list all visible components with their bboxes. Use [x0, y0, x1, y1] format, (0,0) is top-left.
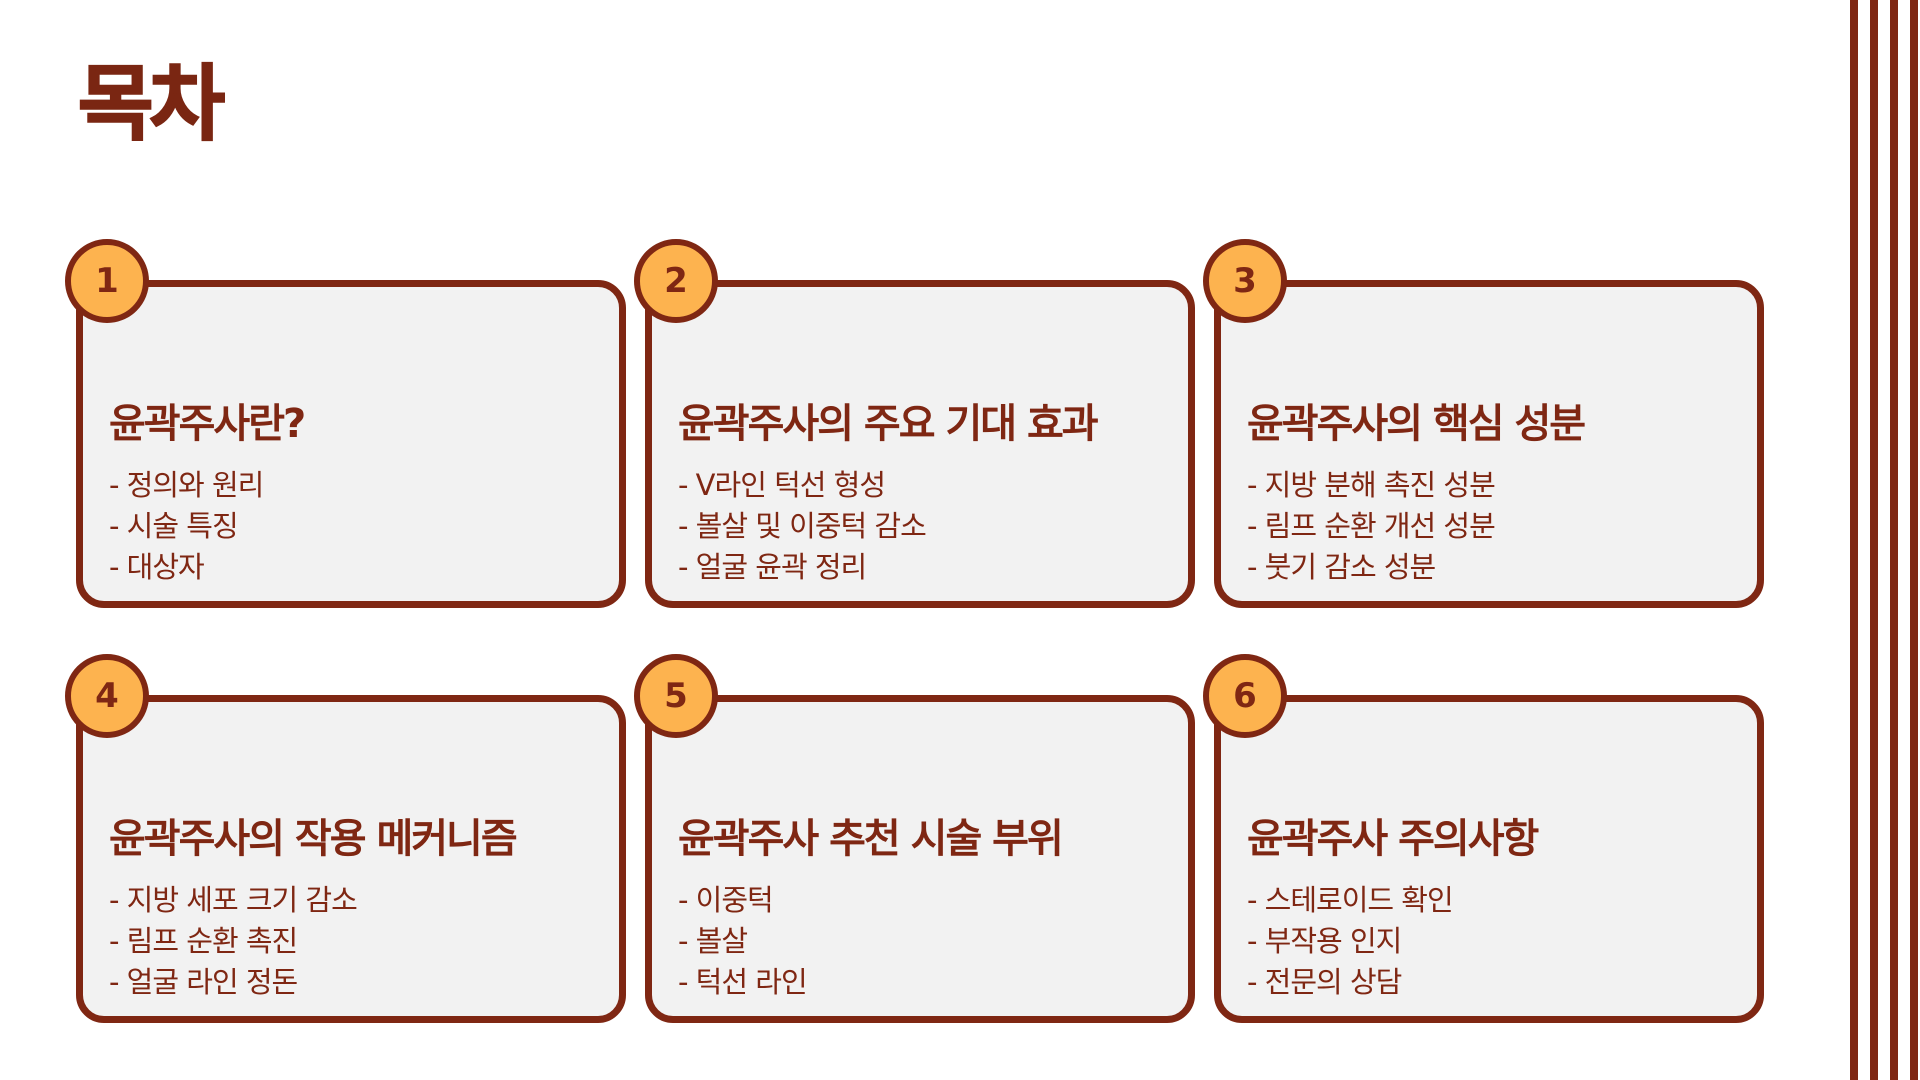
card-item: - 붓기 감소 성분 — [1247, 550, 1436, 584]
card-item: - 볼살 — [678, 924, 748, 958]
card-number-badge: 3 — [1203, 239, 1287, 323]
card-title: 윤곽주사 추천 시술 부위 — [678, 816, 1064, 862]
card-number-badge: 1 — [65, 239, 149, 323]
toc-card-5: 5 윤곽주사 추천 시술 부위 - 이중턱 - 볼살 - 턱선 라인 — [634, 654, 1195, 1023]
card-item: - 이중턱 — [678, 883, 774, 917]
card-item: - 얼굴 윤곽 정리 — [678, 550, 867, 584]
card-items: - 지방 분해 촉진 성분 - 림프 순환 개선 성분 - 붓기 감소 성분 — [1247, 465, 1496, 588]
card-items: - 정의와 원리 - 시술 특징 - 대상자 — [109, 465, 264, 588]
toc-card-2: 2 윤곽주사의 주요 기대 효과 - V라인 턱선 형성 - 볼살 및 이중턱 … — [634, 239, 1195, 608]
card-title: 윤곽주사란? — [109, 401, 306, 447]
card-item: - 스테로이드 확인 — [1247, 883, 1454, 917]
card-item: - 림프 순환 개선 성분 — [1247, 509, 1496, 543]
stripe — [1910, 0, 1918, 1080]
card-items: - V라인 턱선 형성 - 볼살 및 이중턱 감소 - 얼굴 윤곽 정리 — [678, 465, 927, 588]
card-item: - 턱선 라인 — [678, 965, 808, 999]
card-item: - 림프 순환 촉진 — [109, 924, 298, 958]
card-number-badge: 6 — [1203, 654, 1287, 738]
toc-card-1: 1 윤곽주사란? - 정의와 원리 - 시술 특징 - 대상자 — [65, 239, 626, 608]
toc-card-4: 4 윤곽주사의 작용 메커니즘 - 지방 세포 크기 감소 - 림프 순환 촉진… — [65, 654, 626, 1023]
card-number-badge: 5 — [634, 654, 718, 738]
card-item: - 얼굴 라인 정돈 — [109, 965, 298, 999]
card-items: - 이중턱 - 볼살 - 턱선 라인 — [678, 880, 808, 1003]
card-item: - 지방 분해 촉진 성분 — [1247, 468, 1496, 502]
card-number-badge: 4 — [65, 654, 149, 738]
card-items: - 지방 세포 크기 감소 - 림프 순환 촉진 - 얼굴 라인 정돈 — [109, 880, 358, 1003]
card-item: - 대상자 — [109, 550, 205, 584]
card-item: - 시술 특징 — [109, 509, 239, 543]
card-item: - 정의와 원리 — [109, 468, 264, 502]
card-item: - 전문의 상담 — [1247, 965, 1402, 999]
decorative-stripes — [1850, 0, 1920, 1080]
stripe — [1850, 0, 1858, 1080]
stripe — [1890, 0, 1898, 1080]
card-title: 윤곽주사의 주요 기대 효과 — [678, 401, 1099, 447]
card-title: 윤곽주사의 작용 메커니즘 — [109, 816, 518, 862]
card-item: - V라인 턱선 형성 — [678, 468, 886, 502]
card-number-badge: 2 — [634, 239, 718, 323]
toc-card-6: 6 윤곽주사 주의사항 - 스테로이드 확인 - 부작용 인지 - 전문의 상담 — [1203, 654, 1764, 1023]
stripe — [1870, 0, 1878, 1080]
toc-card-3: 3 윤곽주사의 핵심 성분 - 지방 분해 촉진 성분 - 림프 순환 개선 성… — [1203, 239, 1764, 608]
card-title: 윤곽주사 주의사항 — [1247, 816, 1539, 862]
page-title: 목차 — [77, 57, 226, 152]
card-item: - 부작용 인지 — [1247, 924, 1402, 958]
card-item: - 볼살 및 이중턱 감소 — [678, 509, 927, 543]
card-title: 윤곽주사의 핵심 성분 — [1247, 401, 1586, 447]
card-items: - 스테로이드 확인 - 부작용 인지 - 전문의 상담 — [1247, 880, 1454, 1003]
card-item: - 지방 세포 크기 감소 — [109, 883, 358, 917]
